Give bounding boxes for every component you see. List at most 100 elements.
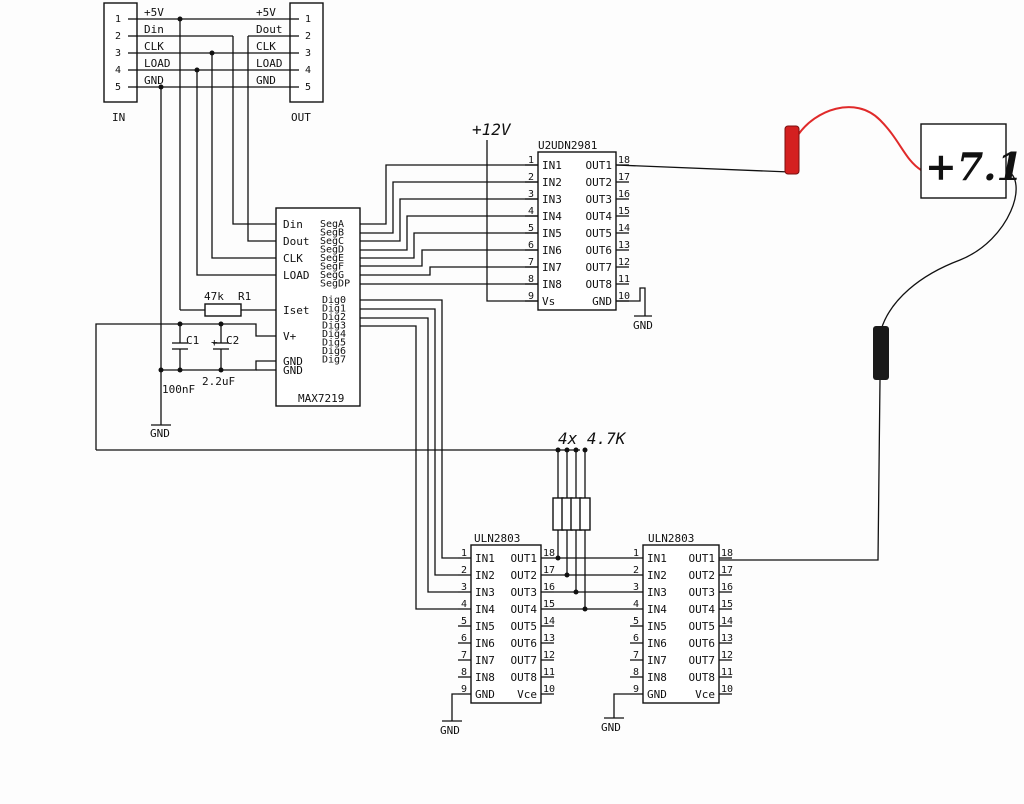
uln_b-out-pin-label: OUT1 — [689, 552, 716, 565]
max7219-dig-pin-label: Dig4 — [322, 329, 346, 340]
u2-out-pin-label: OUT5 — [586, 227, 613, 240]
uln_b-out-pin-number: 14 — [721, 616, 733, 627]
uln_a-in-pin-number: 1 — [461, 548, 467, 559]
max7219-left-pin-label: V+ — [283, 330, 297, 343]
uln_a-in-pin-number: 7 — [461, 650, 467, 661]
uln_b-in-pin-label: IN5 — [647, 620, 667, 633]
c2-ref: C2 — [226, 334, 239, 347]
max7219-dig-pin-label: Dig1 — [322, 304, 346, 315]
uln_a-in-pin-number: 3 — [461, 582, 467, 593]
uln_a-out-pin-label: OUT6 — [511, 637, 538, 650]
u2-in-pin-label: IN6 — [542, 244, 562, 257]
passives: 47k R1 C1 100nF + C2 2.2uF GND — [95, 290, 276, 450]
uln_b-in-pin-number: 1 — [633, 548, 639, 559]
connector-in-name: IN — [112, 111, 125, 124]
u2-in-pin-label: IN2 — [542, 176, 562, 189]
uln_b-out-pin-number: 10 — [721, 684, 733, 695]
uln_a-out-pin-label: OUT5 — [511, 620, 538, 633]
probe-black-wire — [880, 169, 1017, 331]
uln2803-a-body — [470, 544, 542, 704]
max7219-dig-pin-label: Dig2 — [322, 312, 346, 323]
u2-in-pin-number: 7 — [528, 257, 534, 268]
c1-ref: C1 — [186, 334, 199, 347]
max7219-seg-pin-label: SegE — [320, 253, 344, 264]
max7219-left-pin-label: Din — [283, 218, 303, 231]
conn_in-pin-label: Din — [144, 23, 164, 36]
u2-out-pin-label: OUT1 — [586, 159, 613, 172]
conn_in-pin-number: 1 — [115, 14, 121, 25]
u2-in-pin-label: IN3 — [542, 193, 562, 206]
uln_a-in-pin-number: 5 — [461, 616, 467, 627]
uln_b-in-pin-number: 3 — [633, 582, 639, 593]
uln_a-in-pin-label: IN5 — [475, 620, 495, 633]
uln_a-out-pin-label: OUT8 — [511, 671, 538, 684]
uln_a-in-pin-number: 8 — [461, 667, 467, 678]
uln_a-in-pin-number: 4 — [461, 599, 467, 610]
uln_a-out-pin-label: OUT7 — [511, 654, 538, 667]
uln_a-out-pin-number: 10 — [543, 684, 555, 695]
uln_a-out-pin-number: 11 — [543, 667, 555, 678]
uln_a-out-pin-number: 17 — [543, 565, 555, 576]
u2-out-pin-number: 17 — [618, 172, 630, 183]
conn_out-pin-label: CLK — [256, 40, 276, 53]
u2-out-pin-number: 14 — [618, 223, 630, 234]
u2-in-pin-number: 1 — [528, 155, 534, 166]
multimeter-display — [920, 123, 1007, 199]
uln_b-in-pin-label: IN2 — [647, 569, 667, 582]
uln_b-out-pin-label: OUT4 — [689, 603, 716, 616]
probe-wire-uln-b — [719, 379, 881, 561]
max7219-body — [275, 207, 361, 407]
uln_b-in-pin-label: IN8 — [647, 671, 667, 684]
u2-in-pin-number: 9 — [528, 291, 534, 302]
uln_b-out-pin-number: 16 — [721, 582, 733, 593]
resistor-array-label: 4x 4.7K — [558, 429, 627, 448]
uln_b-out-pin-label: OUT6 — [689, 637, 716, 650]
uln_b-out-pin-number: 12 — [721, 650, 733, 661]
uln_b-out-pin-label: OUT3 — [689, 586, 716, 599]
u2-out-pin-number: 10 — [618, 291, 630, 302]
dig-wires — [360, 299, 458, 610]
uln_a-in-pin-label: IN4 — [475, 603, 495, 616]
max7219-left-pin-label: GND — [283, 355, 303, 368]
uln_a-in-pin-label: IN7 — [475, 654, 495, 667]
uln_a-in-pin-label: IN8 — [475, 671, 495, 684]
uln_b-out-pin-number: 13 — [721, 633, 733, 644]
conn_out-pin-number: 4 — [305, 65, 311, 76]
uln_b-out-pin-number: 11 — [721, 667, 733, 678]
u2-in-pin-label: IN4 — [542, 210, 562, 223]
uln_a-in-pin-number: 9 — [461, 684, 467, 695]
uln_b-out-pin-number: 15 — [721, 599, 733, 610]
uln_a-out-pin-label: Vce — [517, 688, 537, 701]
probe-red — [784, 125, 800, 175]
conn_in-pin-label: +5V — [144, 6, 164, 19]
max7219-seg-pin-label: SegDP — [320, 279, 350, 290]
max7219-dig-pin-label: Dig0 — [322, 295, 346, 306]
uln2803-b-body — [642, 544, 720, 704]
multimeter-reading: +7.1 — [925, 144, 1023, 189]
uln_a-out-pin-label: OUT2 — [511, 569, 538, 582]
uln_a-in-pin-number: 2 — [461, 565, 467, 576]
c1-value: 100nF — [162, 383, 195, 396]
probe-wire-u2 — [615, 164, 791, 173]
uln_b-out-pin-label: OUT7 — [689, 654, 716, 667]
supply-12v: +12V — [472, 120, 538, 302]
uln_b-in-pin-number: 8 — [633, 667, 639, 678]
u2-out-pin-number: 13 — [618, 240, 630, 251]
gnd-label-uln-a: GND — [440, 724, 460, 737]
uln_a-out-pin-number: 13 — [543, 633, 555, 644]
uln_b-out-pin-label: OUT5 — [689, 620, 716, 633]
uln_a-out-pin-number: 15 — [543, 599, 555, 610]
u2-out-pin-label: OUT4 — [586, 210, 613, 223]
u2-out-pin-number: 18 — [618, 155, 630, 166]
conn_out-pin-number: 5 — [305, 82, 311, 93]
uln_a-in-pin-label: IN6 — [475, 637, 495, 650]
pullup-resistor-4 — [579, 497, 591, 531]
max7219-left-pin-label: Iset — [283, 304, 310, 317]
max7219-seg-pin-label: SegB — [320, 228, 344, 239]
